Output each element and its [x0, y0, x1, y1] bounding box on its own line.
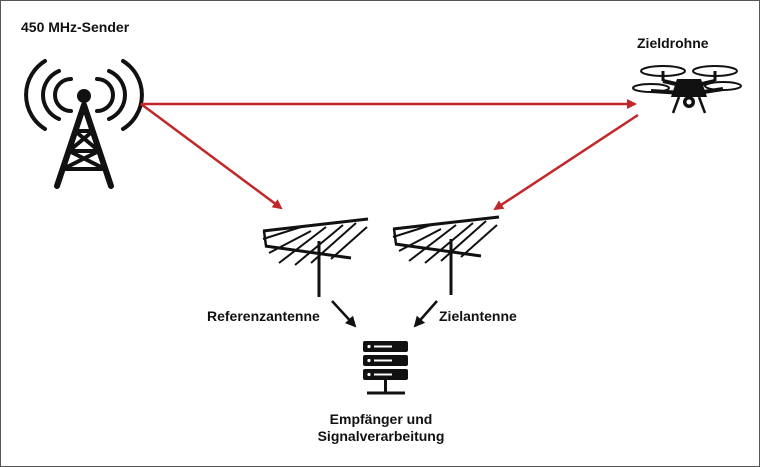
antenna-connections	[331, 300, 438, 328]
quadcopter-drone-icon	[632, 65, 742, 114]
target-to-receiver-arrow	[413, 300, 438, 328]
target-drone-label: Zieldrohne	[637, 35, 709, 51]
server-rack-icon	[363, 341, 408, 395]
receiver-label-line2: Signalverarbeitung	[317, 428, 445, 444]
transmitter-label: 450 MHz-Sender	[21, 19, 130, 35]
echo-signal-arrow	[493, 113, 639, 211]
reference-to-receiver-arrow	[331, 300, 357, 328]
receiver-label: Empfänger und Signalverarbeitung	[301, 411, 461, 445]
yagi-antenna-icon	[392, 215, 500, 295]
reference-antenna-label: Referenzantenne	[207, 308, 320, 324]
signal-paths	[140, 99, 639, 211]
yagi-antenna-icon	[262, 217, 369, 297]
reference-signal-arrow	[140, 102, 283, 210]
target-antenna-label: Zielantenne	[439, 308, 517, 324]
radio-tower-icon	[24, 59, 144, 189]
receiver-label-line1: Empfänger und	[329, 411, 433, 427]
